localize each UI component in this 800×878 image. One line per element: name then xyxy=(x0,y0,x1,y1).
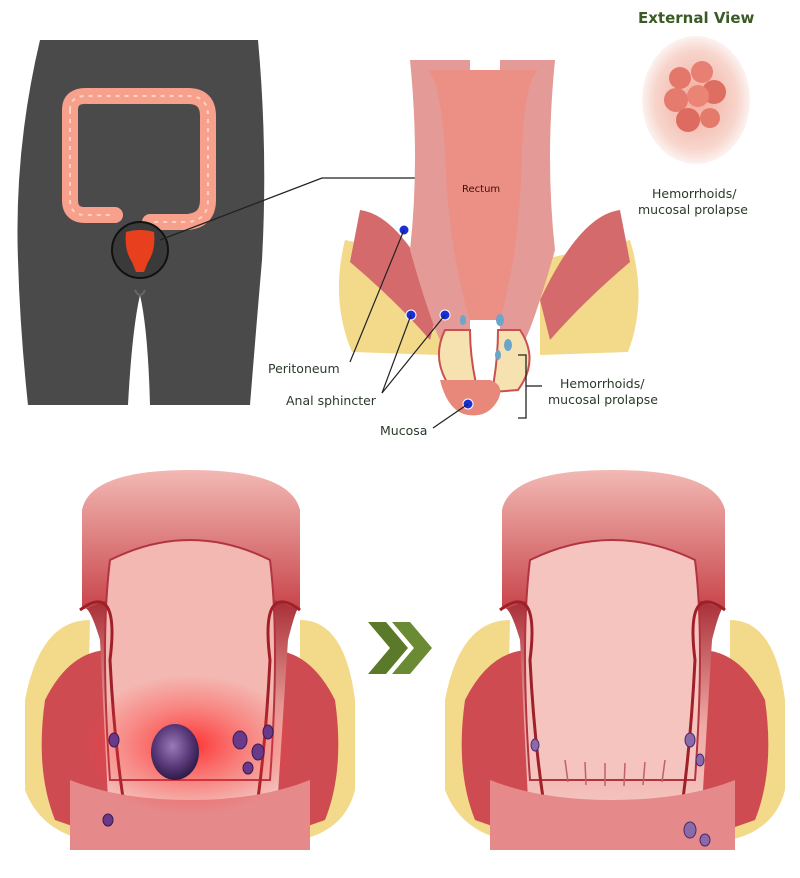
external-view-illustration xyxy=(642,36,750,164)
before-illustration xyxy=(25,470,355,850)
double-chevron-right-icon xyxy=(368,622,432,674)
rectum-highlight xyxy=(111,221,169,279)
hemorrhoids-label-line2: mucosal prolapse xyxy=(548,392,658,407)
rectum-cross-section xyxy=(338,60,639,429)
colon-illustration xyxy=(62,87,216,230)
after-illustration xyxy=(445,470,785,850)
external-view-title: External View xyxy=(638,9,754,27)
ext-hemorrhoids-label-line1: Hemorrhoids/ xyxy=(652,186,737,201)
connector-line xyxy=(159,177,432,241)
ext-hemorrhoids-label-line2: mucosal prolapse xyxy=(638,202,748,217)
mucosa-label: Mucosa xyxy=(380,423,427,438)
hemorrhoids-label-line1: Hemorrhoids/ xyxy=(560,376,645,391)
peritoneum-label: Peritoneum xyxy=(268,361,340,376)
rectum-label: Rectum xyxy=(462,184,500,195)
anal-sphincter-label: Anal sphincter xyxy=(286,393,377,408)
